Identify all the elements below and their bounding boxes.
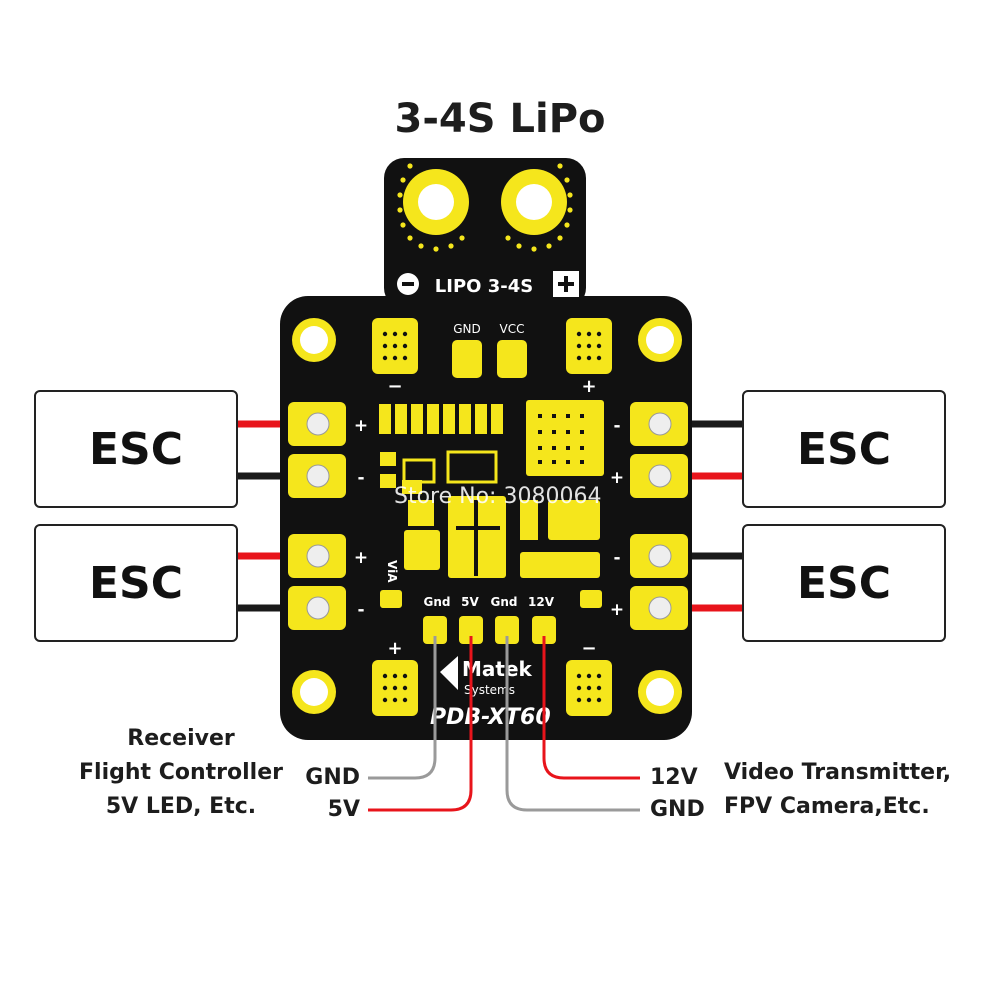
svg-text:VCC: VCC — [500, 322, 525, 336]
svg-text:-: - — [357, 468, 364, 488]
svg-text:−: − — [581, 638, 596, 659]
via-silkscreen: ViA — [385, 560, 399, 583]
brand-logo: Matek Systems PDB-XT60 — [430, 656, 551, 730]
battery-label-text: LIPO 3-4S — [435, 276, 533, 297]
esc-box: ESC — [34, 390, 238, 508]
store-watermark: Store No: 3080064 — [394, 484, 602, 509]
esc-box: ESC — [34, 524, 238, 642]
esc-pads-right: - + - + — [610, 402, 688, 630]
esc-box: ESC — [742, 524, 946, 642]
svg-text:PDB-XT60: PDB-XT60 — [430, 705, 551, 730]
esc-pads-left: + - + - — [288, 402, 368, 630]
svg-text:Systems: Systems — [464, 683, 515, 697]
pcb-components — [379, 400, 604, 578]
svg-text:+: + — [610, 600, 624, 620]
pcb-board — [280, 158, 692, 740]
5v-label: 5V — [327, 797, 360, 822]
gnd-5v-side-wire — [368, 636, 437, 780]
svg-text:+: + — [354, 416, 368, 436]
12v-wire — [542, 636, 640, 780]
5v-wire — [368, 636, 473, 812]
description-line: 5V LED, Etc. — [105, 794, 257, 819]
svg-text:5V: 5V — [461, 595, 479, 609]
esc-label: ESC — [88, 557, 184, 609]
description-line: FPV Camera,Etc. — [724, 794, 930, 819]
svg-text:Gnd: Gnd — [491, 595, 518, 609]
svg-text:+: + — [581, 376, 596, 397]
mounting-holes — [292, 318, 682, 714]
svg-text:Matek: Matek — [462, 657, 533, 681]
gnd-label-right: GND — [650, 797, 705, 822]
svg-text:−: − — [387, 376, 402, 397]
esc-box: ESC — [742, 390, 946, 508]
pcb-component-details — [456, 414, 584, 576]
svg-text:+: + — [387, 638, 402, 659]
bottom-output-pads: Gnd 5V Gnd 12V — [380, 590, 602, 644]
description-line: Video Transmitter, — [724, 760, 952, 785]
svg-text:+: + — [354, 548, 368, 568]
svg-text:12V: 12V — [528, 595, 555, 609]
gnd-vcc-pads: GND VCC — [452, 322, 527, 378]
svg-text:-: - — [357, 600, 364, 620]
esc-label: ESC — [796, 557, 892, 609]
12v-label: 12V — [650, 765, 698, 790]
gnd-label-left: GND — [305, 765, 360, 790]
gnd-12v-side-wire — [505, 636, 640, 812]
svg-text:Gnd: Gnd — [424, 595, 451, 609]
svg-text:-: - — [613, 416, 620, 436]
description-line: Flight Controller — [79, 760, 283, 785]
description-line: Receiver — [127, 726, 235, 751]
battery-pads — [397, 163, 573, 252]
battery-polarity-label: LIPO 3-4S — [397, 271, 579, 297]
output-wires — [368, 636, 640, 812]
svg-text:-: - — [613, 548, 620, 568]
diagram-title: 3-4S LiPo — [394, 96, 606, 142]
left-output-description: Receiver Flight Controller 5V LED, Etc. — [76, 722, 286, 824]
top-corner-pads: − + + − — [372, 318, 612, 716]
right-output-description: Video Transmitter, FPV Camera,Etc. — [724, 756, 951, 824]
svg-text:+: + — [610, 468, 624, 488]
esc-label: ESC — [796, 423, 892, 475]
esc-label: ESC — [88, 423, 184, 475]
svg-text:GND: GND — [453, 322, 481, 336]
